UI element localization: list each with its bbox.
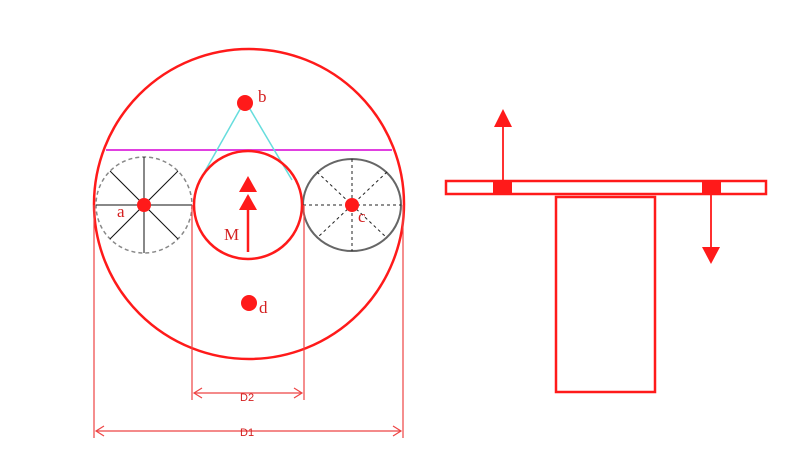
up-force-arrow	[494, 109, 512, 182]
label-d: d	[259, 298, 268, 317]
down-force-arrow	[702, 193, 720, 264]
label-M: M	[224, 225, 239, 244]
point-d	[241, 295, 257, 311]
point-a	[137, 198, 151, 212]
label-a: a	[117, 202, 125, 221]
inner-disc	[192, 149, 304, 261]
bearing-left	[493, 181, 512, 194]
body-block	[554, 195, 657, 394]
point-c	[345, 198, 359, 212]
label-b: b	[258, 87, 267, 106]
dimension-d1	[93, 205, 404, 438]
label-D2: D2	[240, 392, 254, 404]
label-D1: D1	[240, 427, 254, 439]
bearing-right	[702, 181, 721, 194]
side-view	[444, 109, 768, 394]
top-plate	[444, 179, 768, 196]
point-b	[237, 95, 253, 111]
outer-disc	[92, 47, 406, 361]
label-c: c	[358, 207, 366, 226]
cyan-support-lines	[199, 103, 293, 181]
moment-arrow	[239, 176, 257, 252]
top-view: a b c d M D2 D1	[92, 47, 406, 439]
dimension-d2	[191, 205, 305, 400]
